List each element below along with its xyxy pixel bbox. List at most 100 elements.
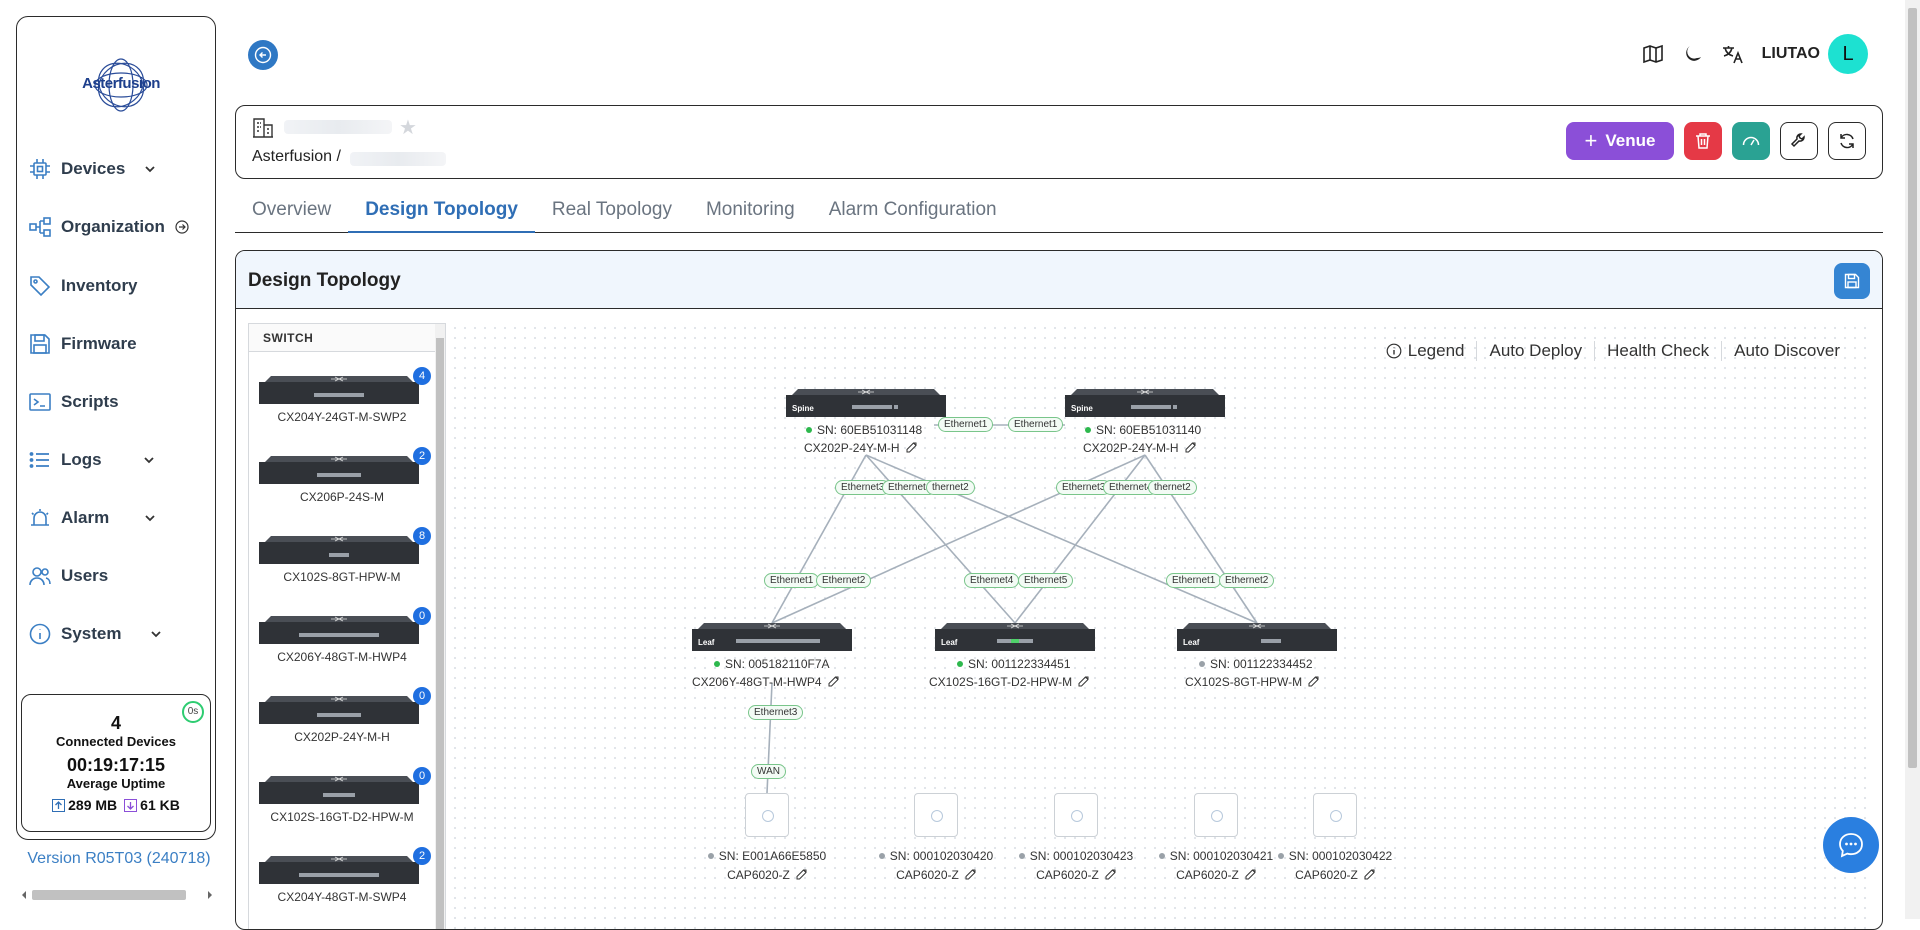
edit-icon[interactable] [1245,869,1256,880]
dashboard-button[interactable] [1732,122,1770,160]
status-offline-dot [1199,661,1205,667]
port-label[interactable]: Ethernet3 [748,705,804,720]
status-offline-dot [1158,853,1165,859]
port-label[interactable]: Ethernet4 [964,573,1020,588]
design-topology-panel: Design Topology SWITCH 4 CX204Y-24GT-M-S… [235,250,1883,930]
switch-palette-item[interactable]: 0 CX102S-16GT-D2-HPW-M [249,767,435,856]
add-venue-button[interactable]: + Venue [1566,122,1674,160]
sidebar-item-organization[interactable]: Organization [27,211,207,243]
health-check-button[interactable]: Health Check [1594,341,1721,361]
port-label[interactable]: Ethernet3 [835,480,891,495]
access-point-node[interactable] [745,793,789,837]
chat-support-button[interactable] [1823,817,1879,873]
sidebar-horizontal-scrollbar[interactable] [18,888,214,900]
tab-design-topology[interactable]: Design Topology [348,195,535,233]
status-offline-dot [878,853,885,859]
switch-device-icon [259,856,419,884]
delete-venue-button[interactable] [1684,122,1722,160]
port-label[interactable]: Ethernet2 [1219,573,1275,588]
sidebar-item-system[interactable]: System [27,618,207,650]
auto-discover-button[interactable]: Auto Discover [1721,341,1852,361]
page-vertical-scrollbar[interactable] [1905,0,1920,919]
port-label[interactable]: thernet2 [926,480,975,495]
port-label[interactable]: Ethernet5 [1018,573,1074,588]
sidebar-item-label: Organization [61,217,165,236]
edit-icon[interactable] [965,869,976,880]
switch-device-icon [259,536,419,564]
scroll-right-icon[interactable] [206,890,214,900]
sidebar-item-alarm[interactable]: Alarm [27,502,207,534]
tools-button[interactable] [1780,122,1818,160]
sidebar-item-inventory[interactable]: Inventory [27,270,207,302]
scrollbar-thumb[interactable] [436,338,444,929]
status-offline-dot [707,853,714,859]
port-label[interactable]: Ethernet1 [764,573,820,588]
access-point-node[interactable] [914,793,958,837]
sidebar-item-scripts[interactable]: Scripts [27,386,207,418]
save-topology-button[interactable] [1834,263,1870,299]
dark-mode-icon[interactable] [1682,43,1704,65]
switch-palette-item[interactable]: 2 CX204Y-48GT-M-SWP4 [249,847,435,929]
edit-icon[interactable] [1308,676,1319,687]
switch-model-label: CX102S-16GT-D2-HPW-M [270,810,414,824]
map-icon[interactable] [1642,43,1664,65]
port-label[interactable]: Ethernet2 [816,573,872,588]
switch-palette-item[interactable]: 8 CX102S-8GT-HPW-M [249,527,435,616]
translate-icon[interactable] [1722,43,1744,65]
serial-text: SN: 000102030423 [1029,849,1134,863]
node-serial: SN: 60EB51031140 [1085,423,1201,437]
venue-actions: + Venue [1566,122,1866,160]
edit-icon[interactable] [828,676,839,687]
scroll-left-icon[interactable] [20,890,28,900]
switch-palette-item[interactable]: 4 CX204Y-24GT-M-SWP2 [249,367,435,456]
venue-tabs: Overview Design Topology Real Topology M… [235,195,1883,233]
serial-text: SN: 60EB51031140 [1096,423,1202,437]
refresh-button[interactable] [1828,122,1866,160]
edit-icon[interactable] [1185,442,1196,453]
port-label[interactable]: Ethernet1 [938,417,994,432]
switch-list-scrollbar[interactable] [435,324,445,929]
tab-alarm-configuration[interactable]: Alarm Configuration [828,199,997,220]
edit-icon[interactable] [1364,869,1375,880]
auto-deploy-button[interactable]: Auto Deploy [1476,341,1594,361]
model-text: CX102S-8GT-HPW-M [1185,675,1303,689]
access-point-node[interactable] [1054,793,1098,837]
scrollbar-thumb[interactable] [1908,8,1917,768]
username[interactable]: LIUTAO [1761,45,1820,62]
avatar[interactable]: L [1828,34,1868,74]
back-button[interactable] [248,40,278,70]
sidebar-item-firmware[interactable]: Firmware [27,328,207,360]
sidebar-item-devices[interactable]: Devices [27,153,207,185]
port-label[interactable]: WAN [751,764,786,779]
sidebar-item-users[interactable]: Users [27,560,207,592]
tab-overview[interactable]: Overview [252,199,332,220]
topology-canvas[interactable]: Legend Auto Deploy Health Check Auto Dis… [450,323,1870,929]
tab-real-topology[interactable]: Real Topology [551,199,672,220]
favorite-star-icon[interactable]: ★ [399,117,417,139]
edit-icon[interactable] [796,869,807,880]
breadcrumb[interactable]: Asterfusion / [252,148,341,165]
switch-model-label: CX202P-24Y-M-H [294,730,390,744]
access-point-node[interactable] [1313,793,1357,837]
list-icon [27,447,53,473]
port-label[interactable]: Ethernet1 [1008,417,1064,432]
scrollbar-thumb[interactable] [32,890,186,900]
access-point-node[interactable] [1194,793,1238,837]
panel-title: Design Topology [248,270,401,291]
brand-logo[interactable]: Asterfusion [81,53,161,117]
port-label[interactable]: Ethernet1 [1166,573,1222,588]
switch-palette-item[interactable]: 0 CX206Y-48GT-M-HWP4 [249,607,435,696]
switch-device-icon [259,376,419,404]
legend-button[interactable]: Legend [1374,341,1477,361]
port-label[interactable]: Ethernet4 [1103,480,1159,495]
sidebar-item-logs[interactable]: Logs [27,444,207,476]
switch-palette-item[interactable]: 2 CX206P-24S-M [249,447,435,536]
edit-icon[interactable] [1105,869,1116,880]
edit-icon[interactable] [906,442,917,453]
refresh-countdown-badge[interactable]: 0s [182,701,204,723]
tab-monitoring[interactable]: Monitoring [705,199,795,220]
port-label[interactable]: thernet2 [1148,480,1197,495]
edit-icon[interactable] [1078,676,1089,687]
model-text: CX206Y-48GT-M-HWP4 [692,675,822,689]
switch-palette-item[interactable]: 0 CX202P-24Y-M-H [249,687,435,776]
